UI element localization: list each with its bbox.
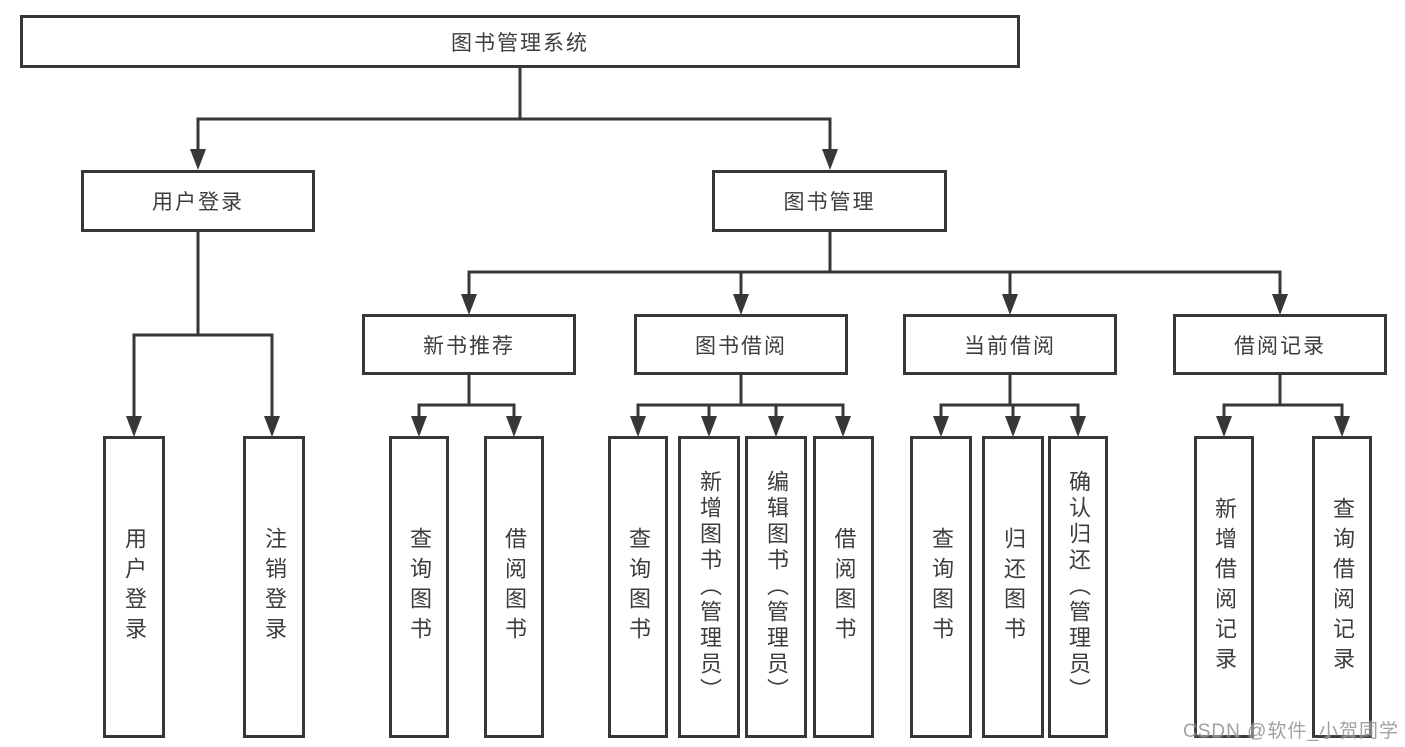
leaf-logout: 注销登录 bbox=[243, 436, 305, 738]
leaf-user-login-label: 用户登录 bbox=[122, 527, 147, 647]
leaf-cb-confirm-return-admin: 确认归还（管理员） bbox=[1048, 436, 1108, 738]
leaf-nbr-borrow-books: 借阅图书 bbox=[484, 436, 544, 738]
leaf-nbr-borrow-books-label: 借阅图书 bbox=[502, 527, 527, 647]
arrowhead-leaf-bb-edit bbox=[768, 416, 784, 437]
node-borrow-records: 借阅记录 bbox=[1173, 314, 1387, 375]
arrowhead-leaf-bb-query bbox=[630, 416, 646, 437]
leaf-bb-query-books-label: 查询图书 bbox=[626, 527, 651, 647]
connector-borrow-records-to-leaves bbox=[1222, 375, 1344, 418]
node-borrow-records-label: 借阅记录 bbox=[1234, 334, 1326, 358]
arrowhead-new-book-recommend bbox=[461, 294, 477, 315]
leaf-bb-add-books-admin: 新增图书（管理员） bbox=[678, 436, 740, 738]
connector-user-login-to-leaves bbox=[132, 232, 274, 418]
arrowhead-leaf-cb-return bbox=[1005, 416, 1021, 437]
arrowhead-leaf-logout bbox=[264, 416, 280, 437]
node-current-borrowing: 当前借阅 bbox=[903, 314, 1117, 375]
leaf-bb-add-books-admin-label: 新增图书（管理员） bbox=[697, 470, 722, 704]
arrowhead-leaf-cb-confirm bbox=[1070, 416, 1086, 437]
leaf-cb-query-books-label: 查询图书 bbox=[929, 527, 954, 647]
node-book-management: 图书管理 bbox=[712, 170, 947, 232]
connector-root-to-level2 bbox=[196, 68, 832, 152]
csdn-watermark: CSDN @软件_小贺同学 bbox=[1183, 721, 1399, 742]
arrowhead-leaf-user-login bbox=[126, 416, 142, 437]
leaf-br-query-record: 查询借阅记录 bbox=[1312, 436, 1372, 738]
leaf-br-add-record: 新增借阅记录 bbox=[1194, 436, 1254, 738]
leaf-cb-query-books: 查询图书 bbox=[910, 436, 972, 738]
leaf-bb-edit-books-admin-label: 编辑图书（管理员） bbox=[764, 470, 789, 704]
leaf-cb-return-books-label: 归还图书 bbox=[1001, 527, 1026, 647]
connector-book-borrowing-to-leaves bbox=[636, 375, 845, 418]
node-book-borrowing: 图书借阅 bbox=[634, 314, 848, 375]
node-book-borrowing-label: 图书借阅 bbox=[695, 334, 787, 358]
connector-book-management-to-level3 bbox=[467, 232, 1282, 296]
node-user-login: 用户登录 bbox=[81, 170, 315, 232]
arrowhead-leaf-cb-query bbox=[933, 416, 949, 437]
node-new-book-recommend-label: 新书推荐 bbox=[423, 334, 515, 358]
leaf-nbr-query-books-label: 查询图书 bbox=[407, 527, 432, 647]
arrowhead-leaf-bb-add bbox=[701, 416, 717, 437]
arrowhead-leaf-br-add bbox=[1216, 416, 1232, 437]
leaf-bb-borrow-books-label: 借阅图书 bbox=[831, 527, 857, 647]
leaf-cb-confirm-return-admin-label: 确认归还（管理员） bbox=[1066, 470, 1091, 704]
node-new-book-recommend: 新书推荐 bbox=[362, 314, 576, 375]
connector-current-borrowing-to-leaves bbox=[939, 375, 1080, 418]
arrowhead-book-borrowing bbox=[733, 294, 749, 315]
arrowhead-book-management bbox=[822, 149, 838, 170]
node-user-login-label: 用户登录 bbox=[152, 191, 244, 214]
leaf-bb-edit-books-admin: 编辑图书（管理员） bbox=[745, 436, 807, 738]
arrowhead-borrow-records bbox=[1272, 294, 1288, 315]
leaf-cb-return-books: 归还图书 bbox=[982, 436, 1044, 738]
arrowhead-leaf-bb-borrow bbox=[835, 416, 851, 437]
arrowhead-leaf-nbr-borrow bbox=[506, 416, 522, 437]
leaf-br-query-record-label: 查询借阅记录 bbox=[1330, 497, 1355, 677]
node-root: 图书管理系统 bbox=[20, 15, 1020, 68]
leaf-bb-query-books: 查询图书 bbox=[608, 436, 668, 738]
leaf-br-add-record-label: 新增借阅记录 bbox=[1212, 497, 1237, 677]
node-book-management-label: 图书管理 bbox=[783, 191, 876, 214]
node-current-borrowing-label: 当前借阅 bbox=[964, 334, 1056, 358]
leaf-nbr-query-books: 查询图书 bbox=[389, 436, 449, 738]
connector-new-book-recommend-to-leaves bbox=[417, 375, 516, 418]
leaf-bb-borrow-books: 借阅图书 bbox=[813, 436, 874, 738]
arrowhead-current-borrowing bbox=[1002, 294, 1018, 315]
leaf-logout-label: 注销登录 bbox=[262, 527, 287, 647]
leaf-user-login: 用户登录 bbox=[103, 436, 165, 738]
arrowhead-user-login bbox=[190, 149, 206, 170]
node-root-label: 图书管理系统 bbox=[451, 31, 589, 55]
arrowhead-leaf-nbr-query bbox=[411, 416, 427, 437]
arrowhead-leaf-br-query bbox=[1334, 416, 1350, 437]
